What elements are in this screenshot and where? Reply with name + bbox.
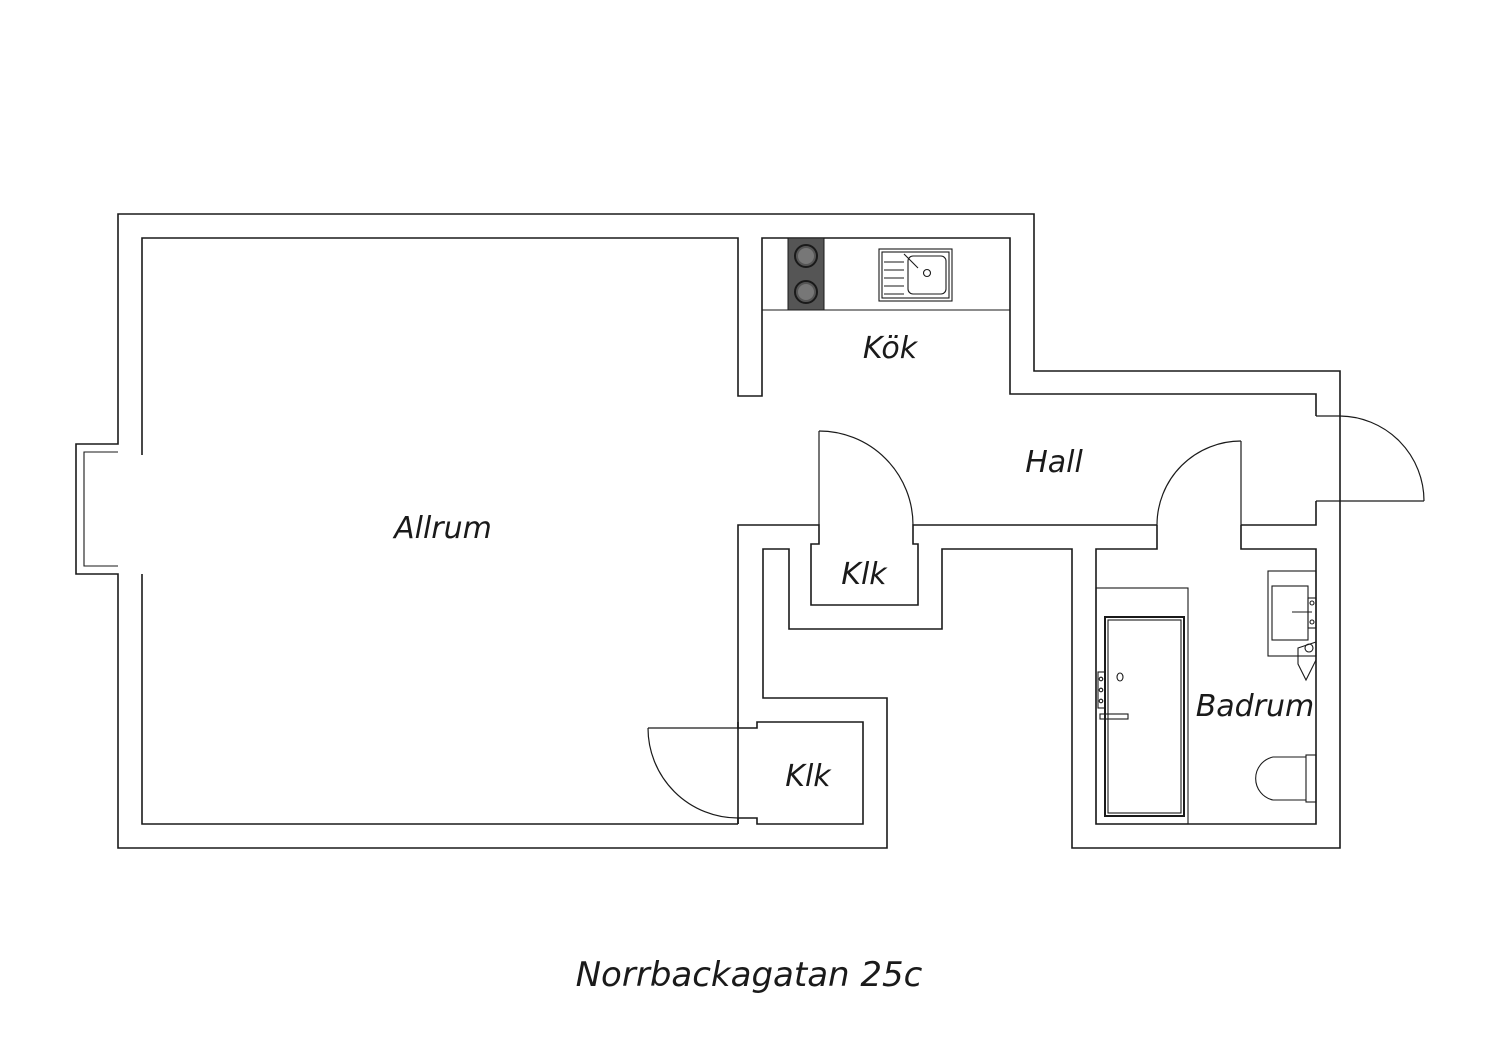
stove-icon — [787, 237, 825, 311]
window-left — [83, 451, 118, 567]
closet-door-top — [818, 430, 914, 526]
room-label-kok: Kök — [863, 331, 919, 366]
room-label-klk-bottom: Klk — [785, 759, 832, 794]
lower-closet-wall — [737, 721, 864, 825]
room-label-allrum: Allrum — [392, 511, 492, 546]
kitchen-sink-icon — [878, 248, 953, 302]
toilet-icon — [1255, 754, 1317, 803]
room-label-badrum: Badrum — [1196, 689, 1315, 724]
closet-door-bottom — [647, 727, 739, 819]
washbasin-icon — [1267, 570, 1317, 682]
room-label-hall: Hall — [1025, 445, 1083, 480]
hall-lower-wall — [737, 524, 1157, 824]
bathroom-door — [1156, 440, 1242, 526]
entry-door — [1316, 415, 1425, 502]
allrum-left-lower — [141, 574, 738, 825]
allrum-inner-wall — [141, 237, 1317, 455]
plan-caption: Norrbackagatan 25c — [576, 955, 923, 995]
outer-wall — [75, 213, 1341, 849]
room-label-klk-top: Klk — [841, 557, 888, 592]
shower-icon — [1095, 587, 1189, 825]
bath-top-wall — [1241, 501, 1317, 526]
bath-inner-wall — [1095, 525, 1317, 825]
